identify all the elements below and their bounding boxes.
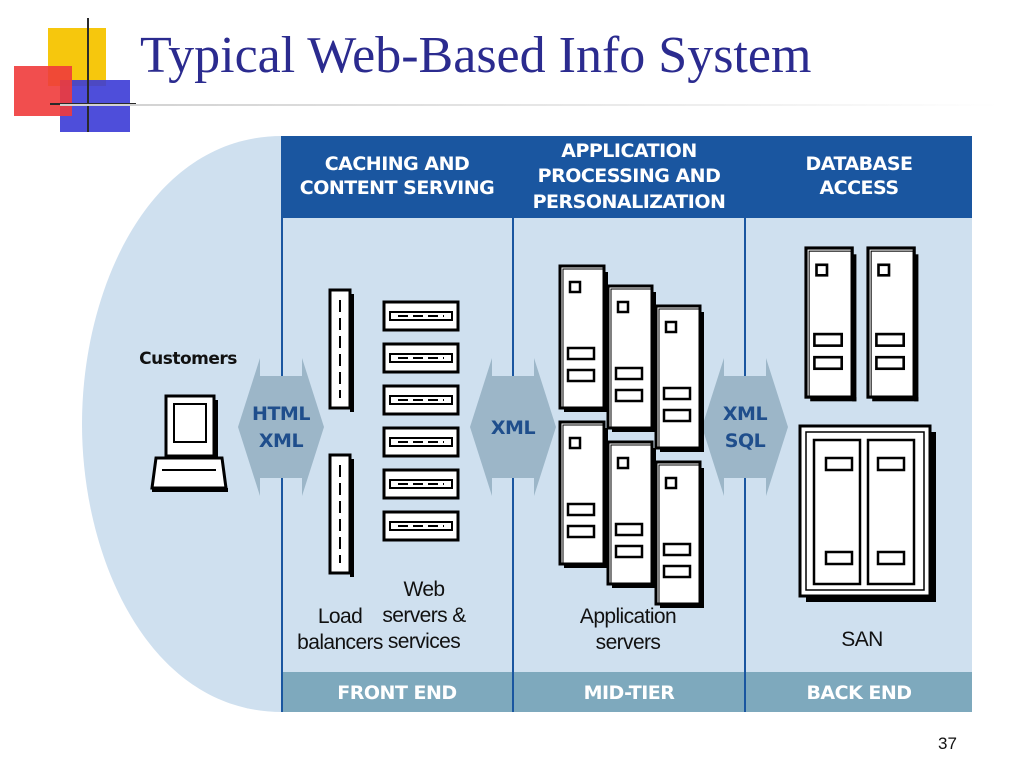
slide-title: Typical Web-Based Info System: [140, 27, 812, 84]
web-servers-label-line1: Web: [404, 578, 445, 601]
footer-front-end: [282, 672, 512, 712]
header-back-end-line1: DATABASE: [805, 153, 912, 175]
footer-mid-tier-label: MID-TIER: [584, 682, 676, 704]
computer-terminal-icon: [150, 394, 228, 492]
header-mid-tier-line2: PROCESSING AND: [538, 165, 721, 187]
footer-back-end: [746, 672, 972, 712]
app-servers-label-line1: Application: [580, 605, 676, 628]
san-storage-icon: [798, 424, 936, 602]
footer-mid-tier: [514, 672, 744, 712]
footer-back-end-label: BACK END: [806, 682, 911, 704]
header-mid-tier: [514, 136, 744, 218]
header-back-end-line2: ACCESS: [819, 177, 898, 199]
header-front-end-line1: CACHING AND: [325, 153, 470, 175]
title-divider: [60, 104, 1000, 106]
header-mid-tier-line3: PERSONALIZATION: [533, 191, 726, 213]
arrow-mid-xml-label: XML: [491, 417, 536, 439]
arrow-xml: XML: [470, 358, 556, 496]
header-mid-tier-line1: APPLICATION: [561, 140, 697, 162]
arrow-back-xml-label: XML: [723, 403, 768, 425]
load-balancers-label-line1: Load: [318, 605, 362, 628]
load-balancers-label-line2: balancers: [297, 631, 383, 654]
arrow-xml-label: XML: [259, 430, 304, 452]
arrow-sql-label: SQL: [725, 430, 766, 452]
arrow-html-label: HTML: [252, 403, 310, 425]
header-back-end: [746, 136, 972, 218]
header-front-end: [282, 136, 512, 218]
web-servers-label-line3: services: [388, 630, 460, 653]
header-front-end-line2: CONTENT SERVING: [300, 177, 494, 199]
web-servers-label-line2: servers &: [382, 604, 466, 627]
san-label: SAN: [841, 628, 882, 651]
arrow-html-xml: HTML XML: [238, 358, 324, 496]
arrow-xml-sql: XML SQL: [702, 358, 788, 496]
app-servers-label-line2: servers: [596, 631, 661, 654]
footer-front-end-label: FRONT END: [337, 682, 456, 704]
page-number: 37: [938, 734, 957, 753]
customers-label: Customers: [139, 349, 237, 369]
